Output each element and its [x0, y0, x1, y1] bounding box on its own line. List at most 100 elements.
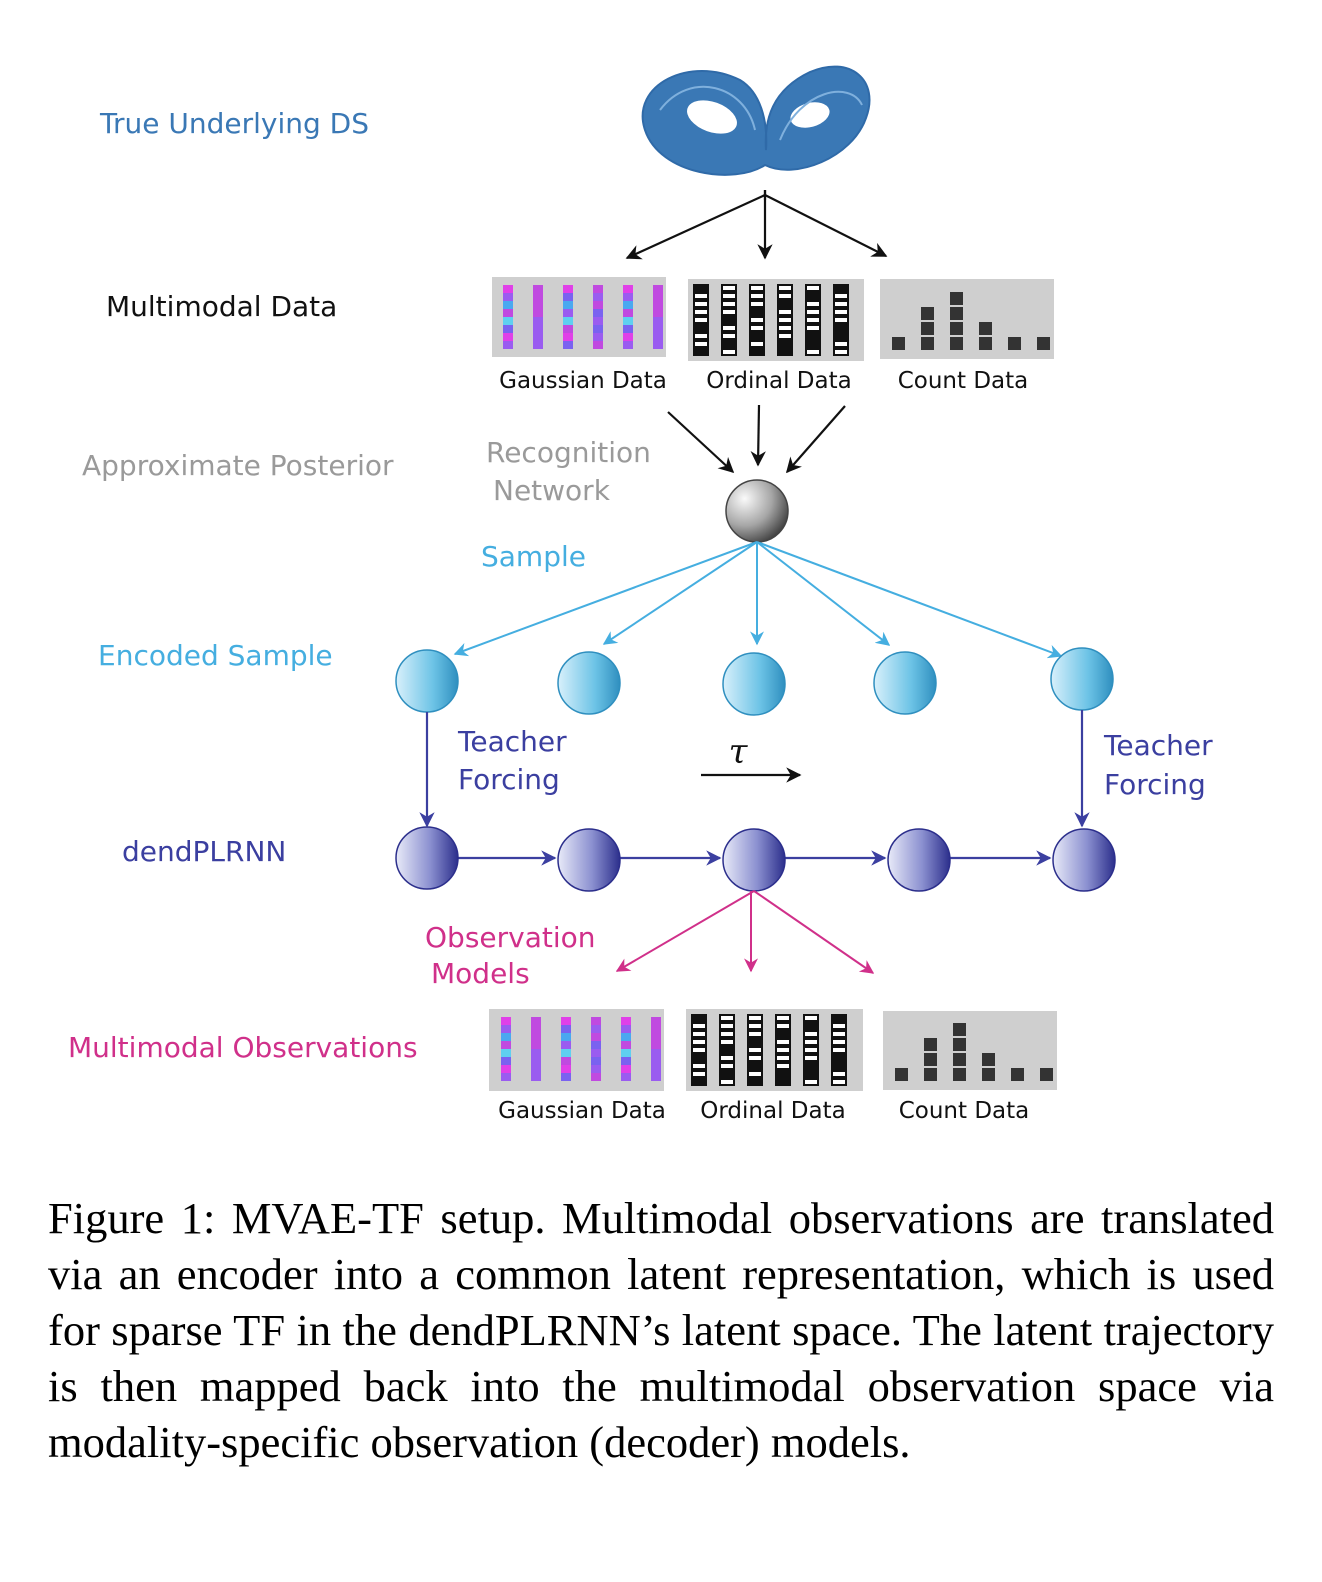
ordinal-cell	[719, 1078, 735, 1086]
gaussian-cell	[501, 1033, 511, 1041]
gaussian-cell	[621, 1049, 631, 1057]
count-block	[892, 337, 905, 350]
count-block	[924, 1053, 937, 1066]
ordinal-cell	[719, 1062, 735, 1070]
ordinal-cell	[805, 308, 821, 316]
ordinal-cell	[747, 1014, 763, 1022]
ordinal-cell	[777, 284, 793, 292]
gaussian-cell	[563, 333, 573, 341]
ordinal-cell	[805, 340, 821, 348]
gaussian-cell	[561, 1057, 571, 1065]
gaussian-cell	[501, 1041, 511, 1049]
count-block	[979, 337, 992, 350]
figure-caption: Figure 1: MVAE-TF setup. Multimodal obse…	[48, 1193, 1274, 1467]
ordinal-columns	[693, 284, 849, 356]
gaussian-cell	[503, 285, 513, 293]
teacher-forcing-right-1: Teacher	[1103, 729, 1213, 762]
ordinal-cell	[693, 332, 709, 340]
ordinal-cell	[833, 324, 849, 332]
ordinal-cell	[805, 348, 821, 356]
ordinal-cell	[831, 1062, 847, 1070]
gaussian-cell	[623, 341, 633, 349]
gaussian-cell	[651, 1025, 661, 1033]
ordinal-cell	[831, 1046, 847, 1054]
gaussian-cell	[533, 333, 543, 341]
ordinal-cell	[719, 1014, 735, 1022]
gaussian-cell	[593, 285, 603, 293]
gaussian-cell	[651, 1033, 661, 1041]
ordinal-cell	[719, 1030, 735, 1038]
gaussian-cell	[591, 1041, 601, 1049]
gaussian-cell	[501, 1025, 511, 1033]
ordinal-cell	[775, 1062, 791, 1070]
count-block	[950, 322, 963, 335]
ordinal-cell	[749, 324, 765, 332]
count-block	[924, 1068, 937, 1081]
teacher-forcing-left-1: Teacher	[457, 725, 567, 758]
gaussian-cell	[651, 1065, 661, 1073]
count-block	[953, 1053, 966, 1066]
encoded-sample-nodes	[395, 647, 1114, 716]
gaussian-cell	[503, 301, 513, 309]
ordinal-cell	[777, 340, 793, 348]
ordinal-cell	[831, 1022, 847, 1030]
ordinal-cell	[803, 1070, 819, 1078]
gaussian-cell	[593, 309, 603, 317]
count-block	[924, 1038, 937, 1051]
ordinal-cell	[747, 1038, 763, 1046]
count-block	[921, 307, 934, 320]
count-block	[921, 322, 934, 335]
gaussian-cell	[533, 293, 543, 301]
ordinal-cell	[747, 1070, 763, 1078]
latent-state-node	[395, 826, 459, 890]
ordinal-cell	[693, 316, 709, 324]
ordinal-cell	[833, 348, 849, 356]
gaussian-cell	[503, 325, 513, 333]
bottom-count-label: Count Data	[899, 1098, 1030, 1124]
lorenz-attractor-icon	[641, 65, 871, 176]
ordinal-cell	[775, 1054, 791, 1062]
gaussian-cell	[621, 1025, 631, 1033]
gaussian-cell	[623, 317, 633, 325]
ordinal-cell	[693, 324, 709, 332]
ordinal-cell	[749, 316, 765, 324]
ordinal-cell	[775, 1014, 791, 1022]
ordinal-cell	[831, 1070, 847, 1078]
gaussian-cell	[561, 1017, 571, 1025]
ordinal-cell	[833, 308, 849, 316]
ordinal-cell	[691, 1054, 707, 1062]
count-block	[953, 1038, 966, 1051]
gaussian-cell	[501, 1073, 511, 1081]
row-label-multimodal-observations: Multimodal Observations	[68, 1031, 418, 1064]
ordinal-cell	[803, 1022, 819, 1030]
row-label-dendplrnn: dendPLRNN	[122, 835, 286, 868]
gaussian-cell	[501, 1049, 511, 1057]
gaussian-cell	[503, 293, 513, 301]
gaussian-cell	[531, 1057, 541, 1065]
bottom-gaussian-panel	[489, 1009, 664, 1091]
count-block	[921, 337, 934, 350]
ordinal-cell	[775, 1030, 791, 1038]
ordinal-cell	[719, 1046, 735, 1054]
ordinal-cell	[775, 1046, 791, 1054]
ordinal-cell	[803, 1046, 819, 1054]
gaussian-cell	[503, 317, 513, 325]
gaussian-cell	[651, 1073, 661, 1081]
gaussian-cell	[563, 293, 573, 301]
row-label-true-ds: True Underlying DS	[99, 107, 369, 140]
ordinal-cell	[749, 292, 765, 300]
observation-model-arrows	[615, 890, 875, 974]
count-block	[950, 337, 963, 350]
count-block	[953, 1068, 966, 1081]
ordinal-cell	[721, 308, 737, 316]
gaussian-cell	[591, 1073, 601, 1081]
encoded-sample-node	[395, 649, 459, 713]
ordinal-cell	[775, 1022, 791, 1030]
top-gaussian-panel	[492, 277, 666, 357]
gaussian-cell	[533, 301, 543, 309]
ordinal-cell	[691, 1046, 707, 1054]
gaussian-cell	[531, 1017, 541, 1025]
ordinal-cell	[721, 316, 737, 324]
ordinal-cell	[803, 1030, 819, 1038]
sample-label: Sample	[481, 540, 586, 573]
